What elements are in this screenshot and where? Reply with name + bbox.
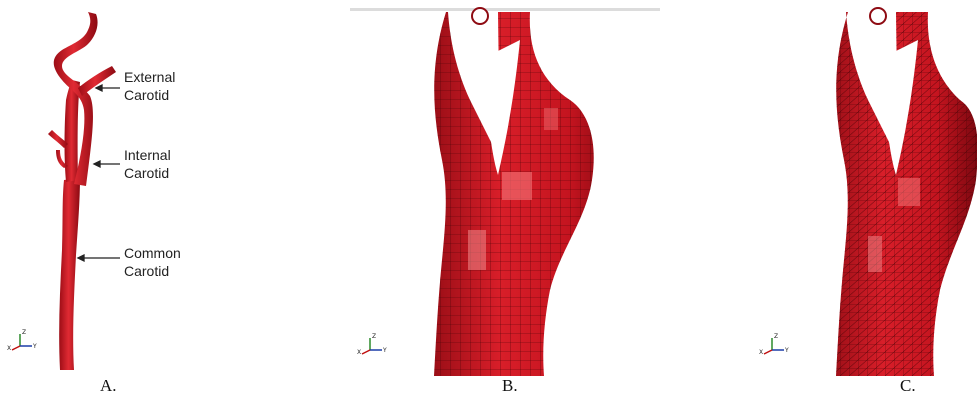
panel-b-figure: Z Y X (330, 0, 660, 376)
axis-y-label: Y (32, 343, 37, 350)
axis-y-label: Y (784, 347, 789, 354)
mesh-vessel-b (420, 0, 620, 376)
axis-triad-a: Z Y X (7, 329, 37, 352)
label-common-line1: Common (124, 245, 181, 261)
panel-c: Z Y X C. (660, 0, 977, 396)
vessel-opening-b (472, 8, 488, 24)
panel-c-figure: Z Y X (660, 0, 977, 376)
caption-b: B. (502, 376, 518, 396)
external-branch-vessel (78, 66, 116, 96)
arrowhead-common (78, 255, 84, 261)
panel-a-figure: External Carotid Internal Carotid Common… (0, 0, 320, 380)
axis-triad-b: Z Y X (357, 333, 387, 356)
caption-c: C. (900, 376, 916, 396)
panel-b: Z Y X B. (330, 0, 660, 396)
arrowhead-external (96, 85, 102, 91)
common-carotid-vessel (59, 178, 80, 370)
vessel-opening-c (870, 8, 886, 24)
axis-z-label: Z (22, 329, 26, 336)
axis-z-label: Z (372, 333, 376, 340)
axis-y-label: Y (382, 347, 387, 354)
label-external-line2: Carotid (124, 87, 169, 103)
label-internal-line1: Internal (124, 147, 171, 163)
axis-triad-c: Z Y X (759, 333, 789, 356)
axis-x-label: X (759, 349, 763, 356)
caption-a: A. (100, 376, 117, 396)
top-edge (350, 8, 660, 11)
panel-a: External Carotid Internal Carotid Common… (0, 0, 320, 396)
label-external-line1: External (124, 69, 175, 85)
axis-x-label: X (357, 349, 361, 356)
axis-x-label: X (7, 345, 11, 352)
axis-z-label: Z (774, 333, 778, 340)
label-common-line2: Carotid (124, 263, 169, 279)
arrowhead-internal (94, 161, 100, 167)
label-internal-line2: Carotid (124, 165, 169, 181)
